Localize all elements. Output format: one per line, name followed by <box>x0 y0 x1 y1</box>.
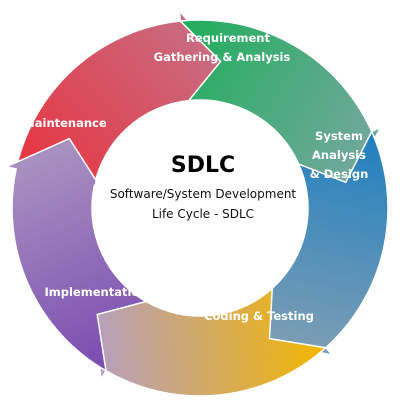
center-disc <box>92 100 308 316</box>
stage-label-requirement-line1: Requirement <box>186 31 270 45</box>
stage-label-design-line1: System <box>315 129 363 143</box>
stage-label-requirement-line2: Gathering & Analysis <box>154 50 291 64</box>
stage-label-design-line3: & Design <box>310 167 369 181</box>
stage-label-maintenance: Maintenance <box>23 116 107 130</box>
center-subtitle-line1: Software/System Development <box>110 187 297 201</box>
center-title: SDLC <box>171 153 235 178</box>
center-subtitle-line2: Life Cycle - SDLC <box>152 207 254 221</box>
stage-label-coding-testing: Coding & Testing <box>204 309 314 323</box>
stage-label-design-line2: Analysis <box>312 148 366 162</box>
stage-label-implementation: Implementation <box>45 285 148 299</box>
